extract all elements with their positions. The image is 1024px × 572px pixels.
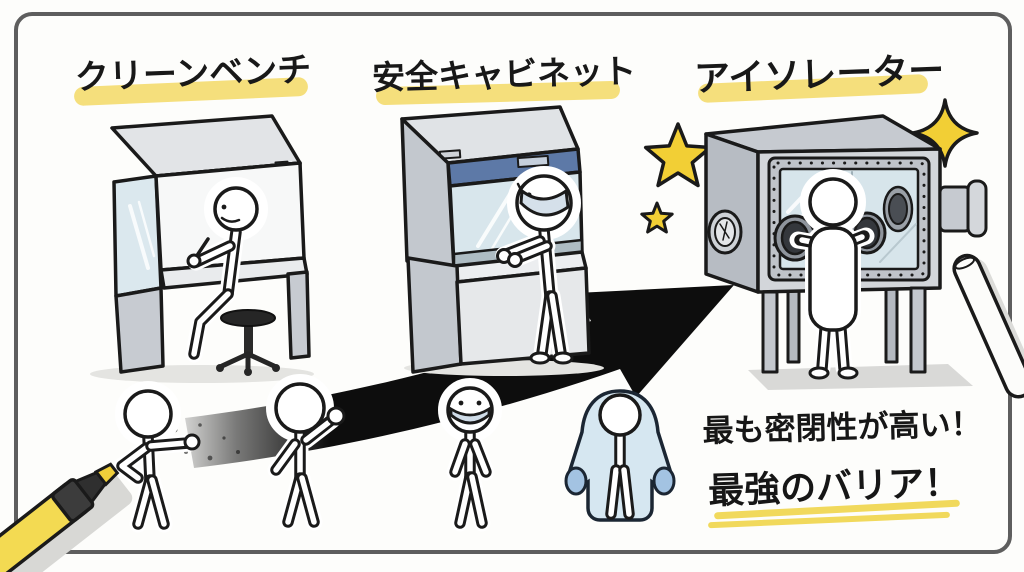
person-seated: [185, 177, 268, 363]
clean-bench-illustration: [90, 114, 314, 383]
face-mask-icon: [449, 406, 491, 425]
marker-pen-icon: [0, 462, 133, 572]
title-safety-cabinet: 安全キャビネット: [371, 51, 637, 98]
star-icon-small: [640, 201, 674, 234]
person-masked-standing: [495, 166, 581, 365]
person-in-suit: [564, 389, 676, 522]
rivets: [772, 161, 926, 277]
person-with-mask: [438, 378, 502, 532]
star-icon-large: [643, 122, 713, 188]
person-at-isolator: [789, 169, 875, 380]
isolator-illustration: [640, 98, 988, 390]
glove-right-icon: [652, 466, 676, 496]
title-clean-bench: クリーンベンチ: [74, 49, 312, 99]
glove-left-icon: [564, 466, 588, 496]
safety-cabinet-illustration: [400, 105, 604, 376]
person-no-ppe-1: [113, 381, 201, 533]
sparkle-icon: [911, 98, 979, 168]
person-no-ppe-2: [266, 374, 346, 531]
frame-border: [14, 12, 1012, 554]
face-mask-icon: [519, 188, 570, 217]
stool: [216, 309, 280, 376]
caption-line-1: 最も密閉性が高い！: [702, 406, 983, 450]
caption-line-2: 最強のバリア！: [707, 462, 961, 513]
title-isolator: アイソレーター: [693, 50, 945, 101]
